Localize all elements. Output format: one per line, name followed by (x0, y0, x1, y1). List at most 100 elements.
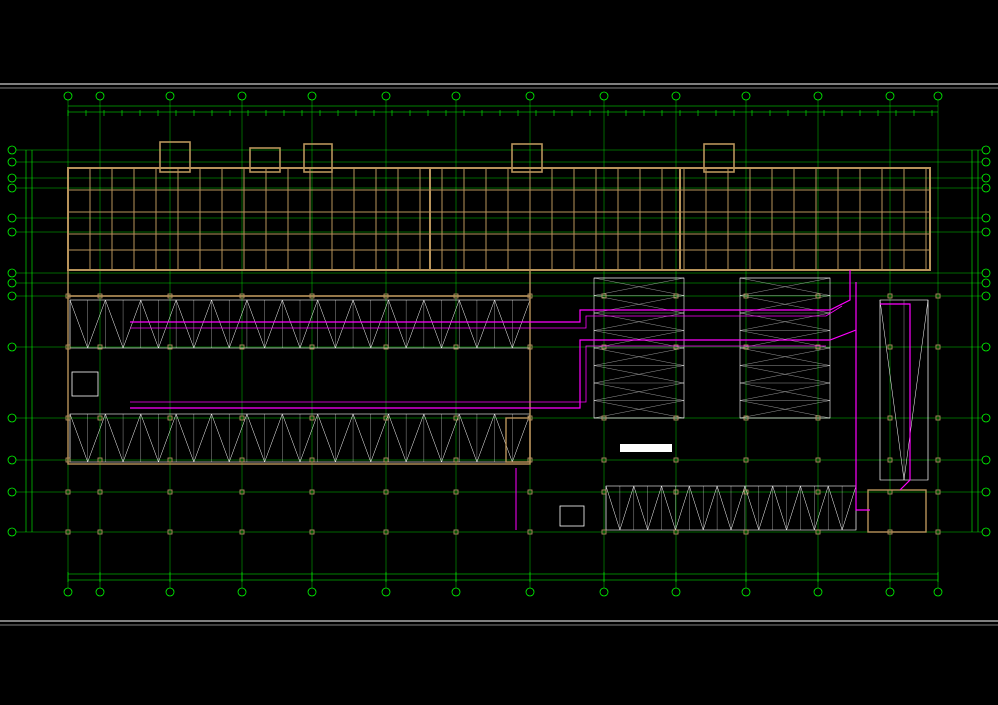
column (743, 344, 749, 350)
grid-bubble-top (525, 91, 535, 101)
grid-bubble-left (7, 291, 17, 301)
ramp-block-west-diag-b (593, 347, 685, 366)
wall-stair-core-5 (703, 143, 735, 173)
grid-bubble-right (981, 278, 991, 288)
column (97, 457, 103, 463)
grid-bubble-top (381, 91, 391, 101)
column (743, 489, 749, 495)
column (743, 457, 749, 463)
column (815, 293, 821, 299)
grid-bubble-top (933, 91, 943, 101)
ramp-block-west-diag-b (593, 365, 685, 384)
column (887, 415, 893, 421)
column (935, 415, 941, 421)
ramp-block-east-diag-b (739, 365, 831, 384)
column (815, 457, 821, 463)
grid-bubble-top (451, 91, 461, 101)
ramp-block-east-diag-b (739, 400, 831, 419)
column (453, 489, 459, 495)
grid-bubble-right (981, 413, 991, 423)
column (309, 489, 315, 495)
grid-bubble-left (7, 268, 17, 278)
grid-bubble-right (981, 268, 991, 278)
grid-bubble-right (981, 157, 991, 167)
ramp-block-east-diag-b (739, 382, 831, 401)
column (383, 457, 389, 463)
duct-main-south-edge (130, 345, 826, 403)
grid-bubble-left (7, 455, 17, 465)
grid-bubble-right (981, 173, 991, 183)
column (673, 344, 679, 350)
column (743, 529, 749, 535)
column (673, 457, 679, 463)
duct-main-north (130, 270, 851, 323)
column (815, 344, 821, 350)
column (815, 415, 821, 421)
ramp-block-east-diag-b (739, 347, 831, 366)
column (887, 344, 893, 350)
column (309, 415, 315, 421)
grid-bubble-top (599, 91, 609, 101)
column (97, 529, 103, 535)
grid-bubble-bottom (525, 587, 535, 597)
grid-bubble-right (981, 487, 991, 497)
column (97, 415, 103, 421)
column (743, 293, 749, 299)
grid-bubble-bottom (381, 587, 391, 597)
grid-bubble-left (7, 278, 17, 288)
grid-bubble-right (981, 527, 991, 537)
grid-bubble-right (981, 227, 991, 237)
grid-bubble-left (7, 145, 17, 155)
grid-bubble-bottom (741, 587, 751, 597)
grid-bubble-bottom (63, 587, 73, 597)
wall-stair-core-3 (303, 143, 333, 173)
column (453, 457, 459, 463)
grid-bubble-right (981, 455, 991, 465)
column (239, 344, 245, 350)
column (167, 489, 173, 495)
wall-parking-bay-west (67, 295, 531, 465)
column (887, 457, 893, 463)
ramp-block-west-diag-b (593, 400, 685, 419)
column (887, 293, 893, 299)
column (601, 344, 607, 350)
column (167, 457, 173, 463)
column (453, 344, 459, 350)
wall-stair-core-4 (511, 143, 543, 173)
grid-bubble-bottom (813, 587, 823, 597)
grid-bubble-bottom (95, 587, 105, 597)
building-walls (67, 141, 931, 533)
duct-main-north-edge (130, 305, 843, 329)
column (527, 489, 533, 495)
column (601, 415, 607, 421)
grid-bubble-top (671, 91, 681, 101)
column (97, 489, 103, 495)
column (453, 415, 459, 421)
drawing-frame (0, 83, 998, 626)
grid-bubble-left (7, 157, 17, 167)
column (383, 529, 389, 535)
grid-bubble-bottom (237, 587, 247, 597)
column (309, 529, 315, 535)
column (239, 529, 245, 535)
grid-bubble-bottom (599, 587, 609, 597)
column (935, 457, 941, 463)
grid-bubble-left (7, 227, 17, 237)
column (815, 489, 821, 495)
grid-bubble-top (813, 91, 823, 101)
ramp-block-west-diag-b (593, 330, 685, 349)
grid-bubble-bottom (165, 587, 175, 597)
column (601, 293, 607, 299)
structural-columns (65, 293, 941, 535)
column (97, 344, 103, 350)
column (309, 457, 315, 463)
grid-bubble-bottom (451, 587, 461, 597)
column (673, 293, 679, 299)
duct-branch-east (855, 330, 870, 511)
column (239, 415, 245, 421)
grid-bubble-left (7, 183, 17, 193)
column (167, 344, 173, 350)
ramp-block-east-diag-b (739, 277, 831, 296)
